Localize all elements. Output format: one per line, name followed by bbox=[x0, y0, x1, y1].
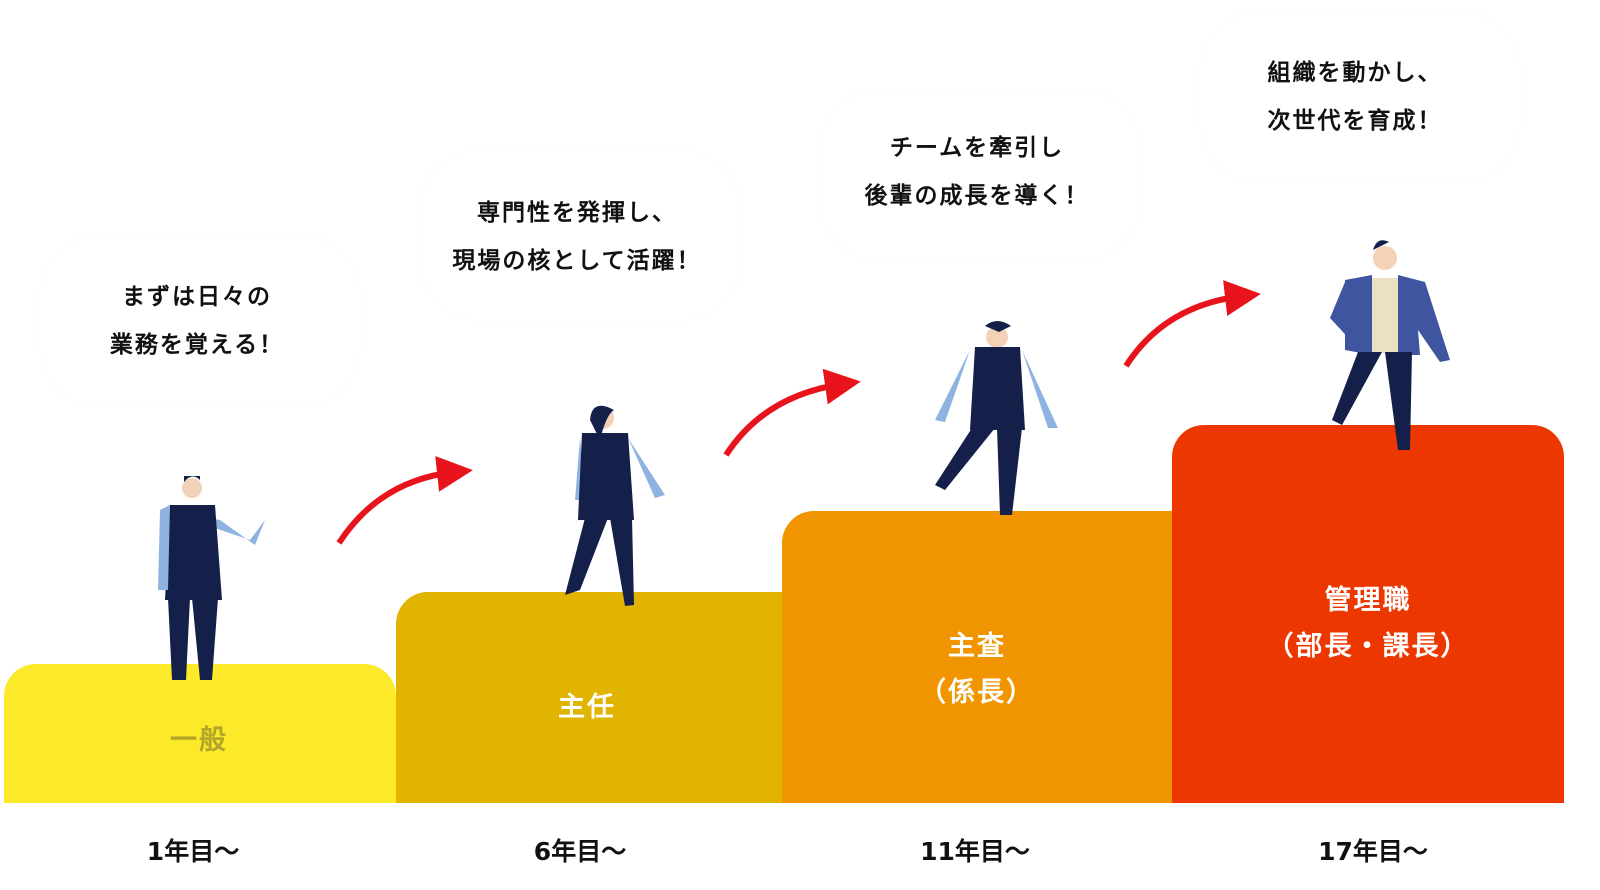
speech-bubble-4 bbox=[1200, 12, 1520, 182]
step-senior bbox=[782, 511, 1172, 803]
bubble-text-3: チームを牽引し後輩の成長を導く！ bbox=[864, 135, 1090, 209]
step-general bbox=[4, 664, 396, 803]
step-label-manager: 管理職（部長・課長） bbox=[1266, 585, 1470, 662]
year-label-3: 11年目～ bbox=[920, 837, 1030, 866]
bubble-text-1: まずは日々の業務を覚える！ bbox=[109, 284, 285, 358]
step-chief bbox=[396, 592, 782, 803]
arrow-3-icon bbox=[1123, 280, 1261, 368]
speech-bubble-3 bbox=[820, 90, 1140, 260]
arrow-2-icon bbox=[723, 368, 861, 457]
speech-bubble-2 bbox=[420, 150, 740, 320]
bubble-text-2: 専門性を発揮し、現場の核として活躍！ bbox=[452, 200, 702, 274]
step-label-general: 一般 bbox=[170, 725, 228, 756]
step-label-chief: 主任 bbox=[558, 692, 616, 723]
bubble-text-4: 組織を動かし、次世代を育成！ bbox=[1267, 60, 1443, 134]
year-label-1: 1年目～ bbox=[146, 837, 240, 866]
person-3-icon bbox=[935, 321, 1058, 515]
arrow-1-icon bbox=[336, 456, 473, 545]
person-2-icon bbox=[565, 405, 665, 606]
year-label-4: 17年目～ bbox=[1318, 837, 1428, 866]
speech-bubble-1 bbox=[40, 236, 360, 406]
step-label-senior: 主査（係長） bbox=[919, 631, 1035, 708]
person-1-icon bbox=[158, 476, 265, 680]
year-label-2: 6年目～ bbox=[533, 837, 627, 866]
step-manager bbox=[1172, 425, 1564, 803]
person-4-icon bbox=[1330, 240, 1450, 450]
